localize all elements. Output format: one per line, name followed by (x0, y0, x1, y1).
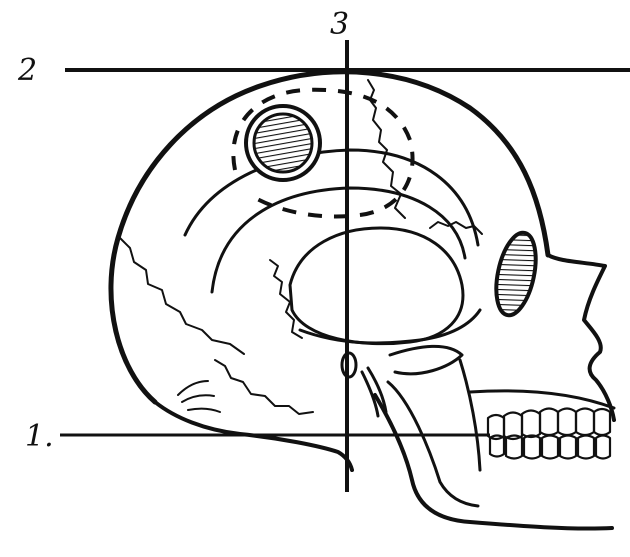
label-line-2: 2 (17, 53, 37, 88)
skull-temporal-line-outer (185, 150, 478, 245)
skull-ramus (460, 360, 480, 470)
label-line-3: 3 (330, 7, 349, 42)
skull-zygomatic-arch (300, 310, 480, 343)
skull-cheek (390, 346, 462, 373)
skull-lambdoid-suture (120, 238, 244, 354)
label-line-1: 1. (25, 419, 54, 454)
skull-squamosal-suture (270, 260, 302, 338)
skull-occipital-suture (215, 360, 313, 414)
skull-temporal-oval (290, 228, 463, 344)
skull-upper-jaw (470, 391, 614, 408)
hatched-circle (254, 114, 312, 172)
hatched-orbit (490, 229, 543, 319)
skull-nuchal-lines (178, 381, 220, 412)
skull-teeth (488, 409, 610, 459)
